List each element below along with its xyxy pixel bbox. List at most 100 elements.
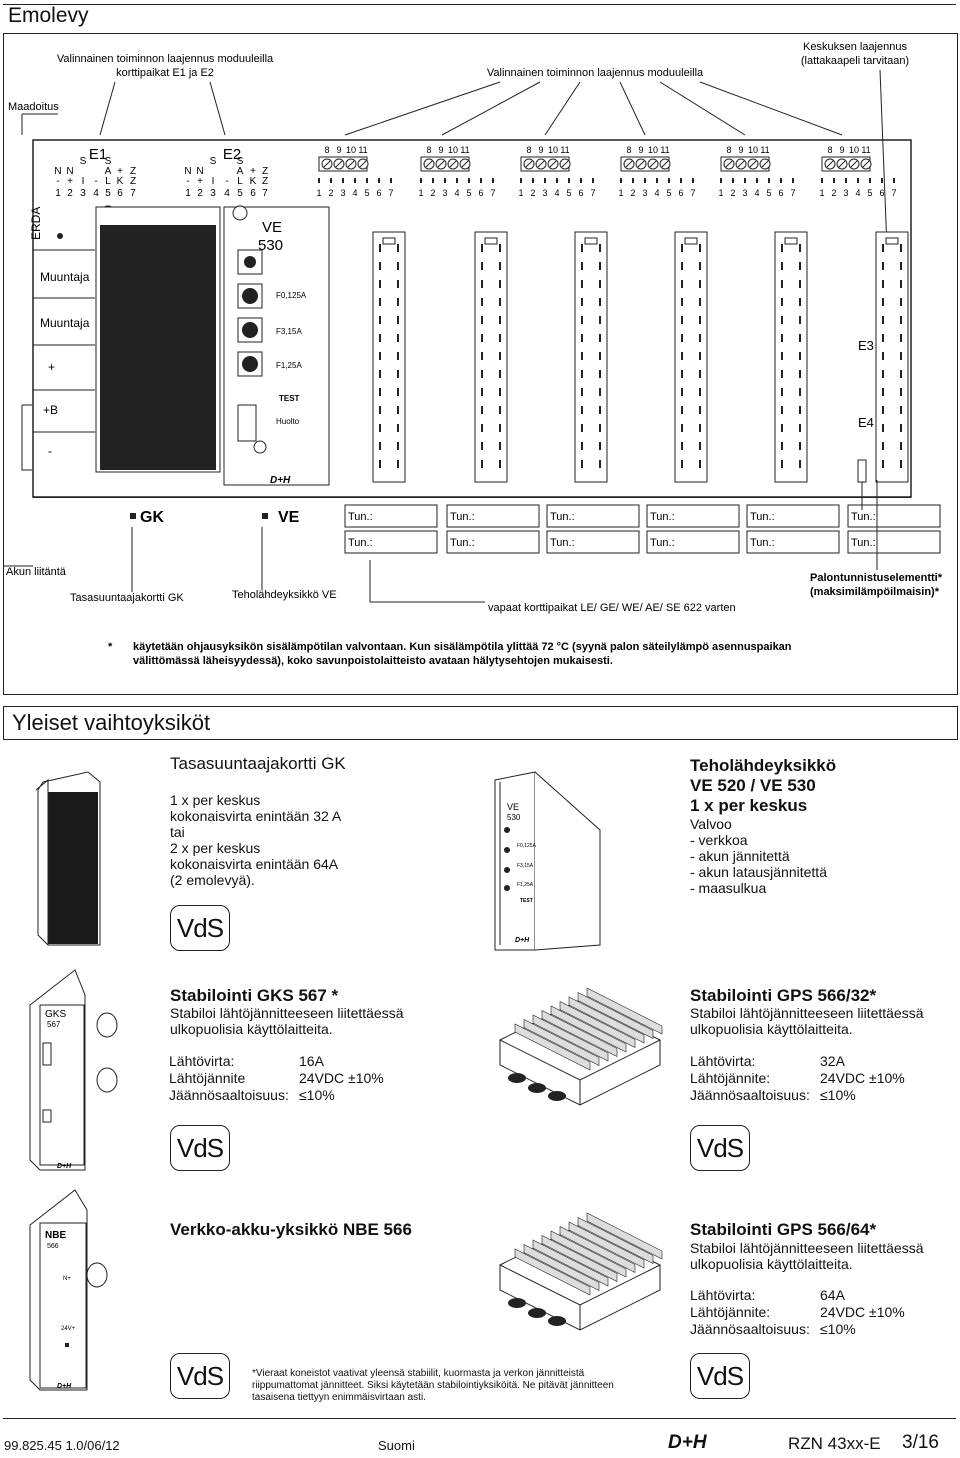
slot-top-num: 10 — [748, 145, 758, 155]
slot-bottom-num: 2 — [730, 188, 735, 198]
svg-text:A: A — [237, 166, 244, 177]
footer-code: RZN 43xx-E — [788, 1434, 881, 1453]
ve-fuse-1: F0,125A — [276, 291, 307, 300]
slot-bottom-num: 3 — [542, 188, 547, 198]
slot-bottom-num: 6 — [376, 188, 381, 198]
slot-bottom-num: 3 — [442, 188, 447, 198]
tun-label: Tun.: — [750, 511, 775, 523]
slot-bottom-num: 6 — [778, 188, 783, 198]
svg-text:N: N — [184, 166, 191, 177]
slot-top-num: 8 — [324, 145, 329, 155]
gks-current-label: Lähtövirta: — [169, 1053, 235, 1069]
vds-logo-nbe: VdS — [170, 1353, 230, 1399]
gps64-desc-2: ulkopuolisia käyttölaitteita. — [690, 1256, 853, 1272]
footnote-star: * — [108, 641, 113, 653]
gps64-ripple: ≤10% — [820, 1321, 856, 1337]
svg-text:S: S — [237, 156, 244, 167]
gps64-desc: Stabiloi lähtöjännitteeseen liitettäessä… — [690, 1240, 924, 1272]
gks-ripple-label: Jäännösaaltoisuus: — [169, 1087, 289, 1103]
footnote-line2: välittömässä läheisyydessä), koko savunp… — [133, 655, 613, 667]
ve-monitors: Valvoo — [690, 816, 732, 832]
svg-text:S: S — [80, 156, 87, 167]
note-line-1: *Vieraat koneistot vaativat yleensä stab… — [252, 1368, 585, 1379]
svg-text:-: - — [94, 176, 97, 187]
footer-page: 3/16 — [902, 1432, 939, 1453]
slot-bottom-num: 1 — [316, 188, 321, 198]
label-power-unit: Teholähdeyksikkö VE — [232, 589, 337, 601]
nbe-img-24: 24V+ — [61, 1326, 76, 1332]
slot-bottom-num: 3 — [742, 188, 747, 198]
svg-text:+: + — [117, 166, 123, 177]
e2-terminal-num: 2 — [197, 188, 203, 199]
gks-voltage: 24VDC ±10% — [299, 1070, 384, 1086]
gk-title: Tasasuuntaajakortti GK — [170, 754, 346, 773]
slot-bottom-num: 7 — [891, 188, 896, 198]
slot-bottom-num: 5 — [766, 188, 771, 198]
e2-terminal-num: 7 — [262, 188, 268, 199]
slot-top-num: 9 — [538, 145, 543, 155]
svg-text:+: + — [197, 176, 203, 187]
slot-bottom-num: 6 — [879, 188, 884, 198]
slot-bottom-num: 2 — [630, 188, 635, 198]
ve-img-brand: D+H — [515, 937, 530, 944]
slot-top-num: 10 — [648, 145, 658, 155]
slot-bottom-num: 4 — [554, 188, 559, 198]
slot-bottom-num: 4 — [855, 188, 860, 198]
gps64-voltage: 24VDC ±10% — [820, 1304, 905, 1320]
slot-top-num: 11 — [660, 145, 669, 155]
slot-bottom-num: 7 — [388, 188, 393, 198]
gks-current: 16A — [299, 1053, 324, 1069]
slot-top-num: 9 — [839, 145, 844, 155]
svg-text:E1: E1 — [89, 146, 107, 163]
label-rectifier: Tasasuuntaajakortti GK — [70, 592, 184, 604]
svg-text:K: K — [117, 176, 124, 187]
slot-top-num: 9 — [638, 145, 643, 155]
label-center-ext: Keskuksen laajennus — [803, 41, 907, 53]
svg-text:N: N — [196, 166, 203, 177]
gps64-ripple-label: Jäännösaaltoisuus: — [690, 1321, 810, 1337]
svg-text:L: L — [237, 176, 243, 187]
note-line-3: tasaisena tiettyyn enimmäisvirtaan asti. — [252, 1392, 426, 1403]
slot-top-num: 8 — [426, 145, 431, 155]
gk-specs: 1 x per keskus kokonaisvirta enintään 32… — [170, 792, 410, 888]
board-diagram: Valinnainen toiminnon laajennus moduulei… — [4, 41, 943, 667]
footnote-line1: käytetään ohjausyksikön sisälämpötilan v… — [133, 641, 792, 653]
gks-img-label: GKS — [45, 1009, 66, 1020]
ve-img-fuse-1: F0,125A — [517, 843, 537, 849]
slot-bottom-num: 5 — [566, 188, 571, 198]
tun-label: Tun.: — [450, 511, 475, 523]
label-transformer-1: Muuntaja — [40, 270, 90, 284]
slot-bottom-num: 3 — [642, 188, 647, 198]
ve-item-1: - verkkoa — [690, 832, 748, 848]
tun-label: Tun.: — [550, 537, 575, 549]
slot-bottom-num: 4 — [754, 188, 759, 198]
ve-img-fuse-3: F1,25A — [517, 882, 534, 888]
svg-text:N: N — [66, 166, 73, 177]
e1-terminal-num: 6 — [117, 188, 123, 199]
gk-line1: 1 x per keskus — [170, 792, 261, 808]
slot-top-num: 10 — [548, 145, 558, 155]
slot-bottom-num: 2 — [530, 188, 535, 198]
footer-doc-no: 99.825.45 1.0/06/12 — [4, 1438, 120, 1453]
slot-bottom-num: 7 — [590, 188, 595, 198]
gps32-current: 32A — [820, 1053, 845, 1069]
slot-top-num: 9 — [738, 145, 743, 155]
svg-text:A: A — [105, 166, 112, 177]
slot-top-num: 8 — [827, 145, 832, 155]
svg-text:I: I — [82, 176, 85, 187]
label-e4: E4 — [858, 415, 874, 430]
label-fire-sensor: Palontunnistuselementti* — [810, 572, 943, 584]
label-e3: E3 — [858, 338, 874, 353]
gks-unit-image: GKS 567 D+H — [29, 969, 86, 1171]
ve-test: TEST — [279, 394, 300, 403]
label-grounding: Maadoitus — [8, 101, 59, 113]
tun-label: Tun.: — [450, 537, 475, 549]
gks-ripple: ≤10% — [299, 1087, 335, 1103]
e1-terminal-num: 4 — [93, 188, 99, 199]
slot-top-num: 11 — [861, 145, 870, 155]
section-title: Yleiset vaihtoyksiköt — [12, 710, 211, 735]
gks-img-num: 567 — [47, 1020, 61, 1029]
tun-label: Tun.: — [650, 537, 675, 549]
slot-bottom-num: 3 — [340, 188, 345, 198]
gk-unit-image — [35, 771, 101, 946]
